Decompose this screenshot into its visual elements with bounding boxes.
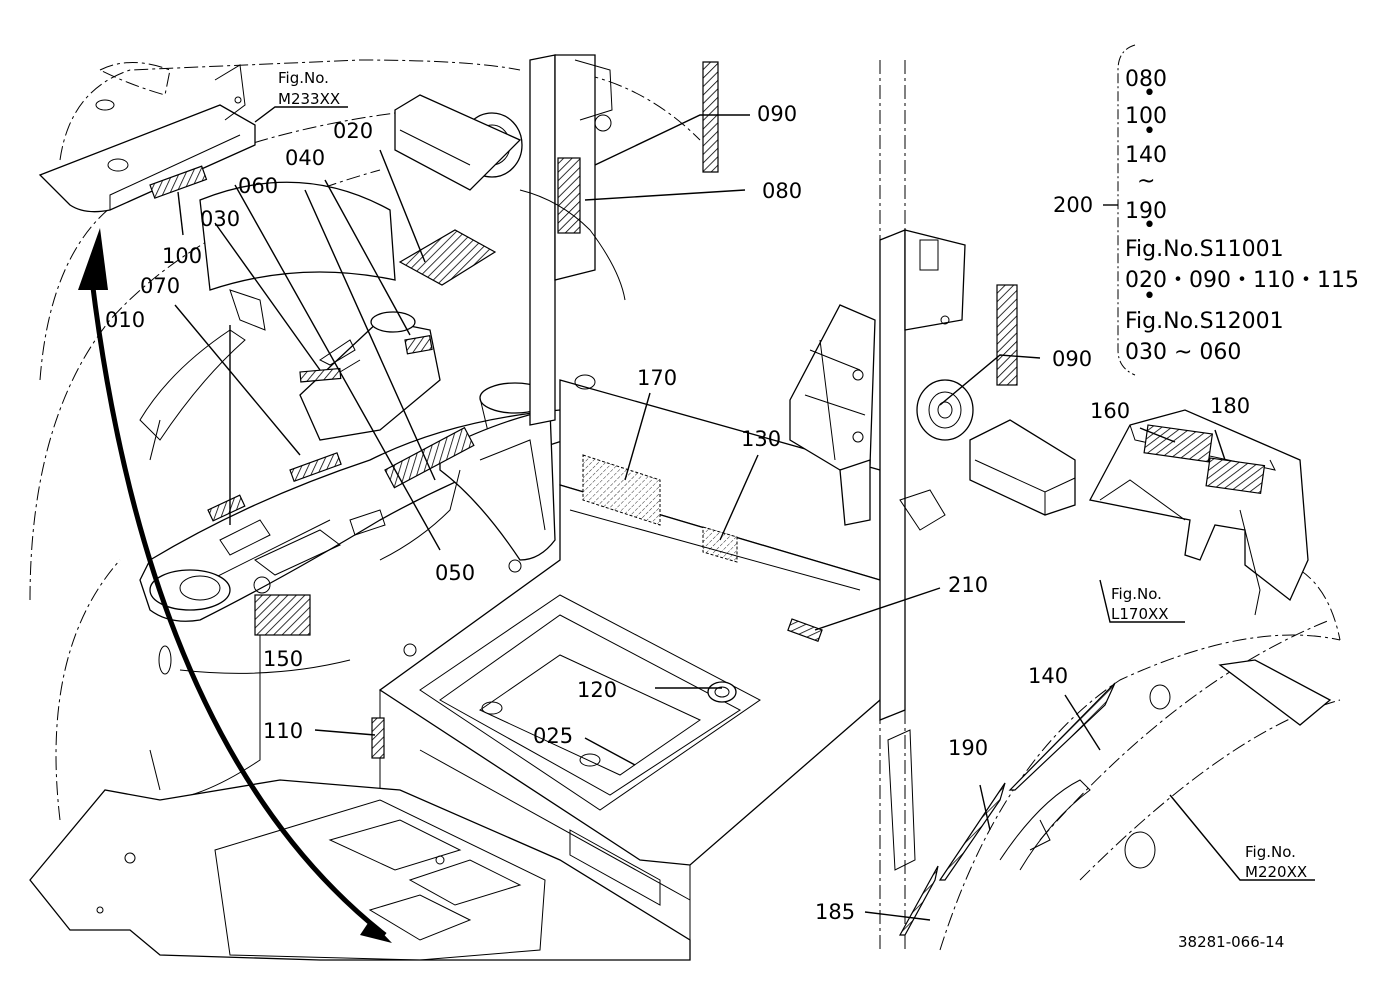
label-110: 110 xyxy=(263,719,303,743)
label-185: 185 xyxy=(815,900,855,924)
label-160: 160 xyxy=(1090,399,1130,423)
label-040: 040 xyxy=(285,146,325,170)
part-labels: 100 030 070 010 060 040 020 090 080 090 … xyxy=(105,102,1250,924)
label-140: 140 xyxy=(1028,664,1068,688)
label-025: 025 xyxy=(533,724,573,748)
label-180: 180 xyxy=(1210,394,1250,418)
svg-text:•: • xyxy=(1143,81,1156,106)
bracket-line-6: Fig.No.S11001 xyxy=(1125,237,1284,262)
bracket-line-1: 080 xyxy=(1125,67,1167,92)
label-070: 070 xyxy=(140,274,180,298)
svg-text:•: • xyxy=(1143,284,1156,309)
label-090-top: 090 xyxy=(757,102,797,126)
bracket-note: 200 080 • 100 • 140 ~ 190 • Fig.No.S1100… xyxy=(1053,67,1359,365)
label-020: 020 xyxy=(333,119,373,143)
bracket-line-4: ~ xyxy=(1137,169,1155,194)
direction-arrow xyxy=(78,228,392,943)
ref-right-mid-line2: L170XX xyxy=(1111,605,1169,623)
label-190: 190 xyxy=(948,736,988,760)
label-060: 060 xyxy=(238,174,278,198)
ref-right-mid-line1: Fig.No. xyxy=(1111,585,1162,603)
label-150: 150 xyxy=(263,647,303,671)
bracket-line-7: 020・090・110・115 xyxy=(1125,268,1359,293)
label-080: 080 xyxy=(762,179,802,203)
label-120: 120 xyxy=(577,678,617,702)
side-cover-right xyxy=(1089,409,1309,616)
svg-text:•: • xyxy=(1143,119,1156,144)
ref-top-left-line2: M233XX xyxy=(278,90,340,108)
bracket-line-2: 100 xyxy=(1125,104,1167,129)
bracket-line-3: 140 xyxy=(1125,143,1167,168)
bracket-label-200: 200 xyxy=(1053,193,1093,217)
svg-text:•: • xyxy=(1143,213,1156,238)
label-170: 170 xyxy=(637,366,677,390)
fender-bottom-right xyxy=(898,659,1332,936)
left-pillar xyxy=(394,54,719,426)
right-pillar xyxy=(789,229,1076,871)
label-130: 130 xyxy=(741,427,781,451)
bracket-line-9: 030 ~ 060 xyxy=(1125,340,1241,365)
ref-bottom-right-line2: M220XX xyxy=(1245,863,1307,881)
leader-lines xyxy=(174,106,1315,921)
label-210: 210 xyxy=(948,573,988,597)
label-030: 030 xyxy=(200,207,240,231)
label-100: 100 xyxy=(162,244,202,268)
label-010: 010 xyxy=(105,308,145,332)
bracket-line-8: Fig.No.S12001 xyxy=(1125,309,1284,334)
figure-references: Fig.No. M233XX Fig.No. L170XX Fig.No. M2… xyxy=(278,69,1307,881)
drawing-number: 38281-066-14 xyxy=(1178,933,1284,951)
floor-plate xyxy=(29,779,691,961)
decals-left xyxy=(207,229,497,636)
bracket-line-5: 190 xyxy=(1125,199,1167,224)
fender-panel-top-left xyxy=(38,64,256,213)
label-050: 050 xyxy=(435,561,475,585)
ref-top-left-line1: Fig.No. xyxy=(278,69,329,87)
label-090-right: 090 xyxy=(1052,347,1092,371)
ref-bottom-right-line1: Fig.No. xyxy=(1245,843,1296,861)
